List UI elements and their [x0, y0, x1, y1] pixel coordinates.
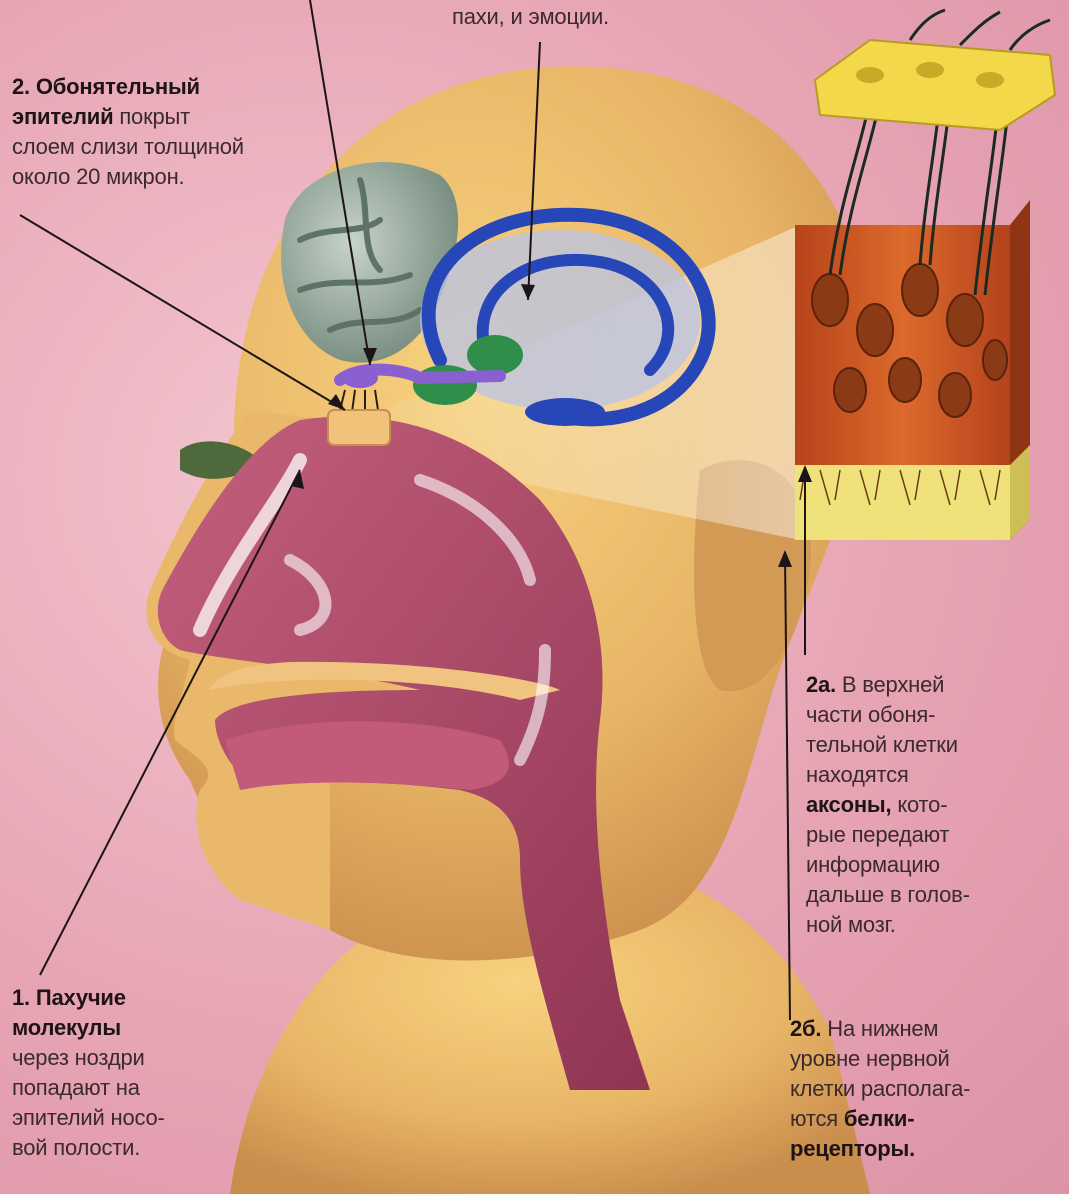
label-text: ются [790, 1106, 838, 1131]
label-text: слоем слизи толщиной [12, 132, 244, 162]
block-hole [916, 62, 944, 78]
block-hole [976, 72, 1004, 88]
label-number: 2б. [790, 1016, 821, 1041]
label-number: 1. [12, 985, 30, 1010]
label-bold: Пахучие [36, 985, 126, 1010]
label-text: тельной клетки [806, 730, 970, 760]
label-text: дальше в голов- [806, 880, 970, 910]
label-text: пахи, и эмоции. [452, 2, 609, 32]
label-bold: рецепторы. [790, 1136, 915, 1161]
label-text: ной мозг. [806, 910, 970, 940]
label-epithelium: 2. Обонятельный эпителий покрыт слоем сл… [12, 72, 244, 192]
label-number: 2. [12, 74, 30, 99]
label-text: около 20 микрон. [12, 162, 244, 192]
label-text: кото- [891, 792, 947, 817]
label-text: рые передают [806, 820, 970, 850]
thalamus [467, 335, 523, 375]
label-text: покрыт [113, 104, 190, 129]
cribriform-block [815, 40, 1055, 130]
label-bold: аксоны, [806, 792, 891, 817]
olfactory-bulb-tip [342, 368, 378, 388]
label-text: части обоня- [806, 700, 970, 730]
label-text: В верхней [836, 672, 944, 697]
label-text: клетки располага- [790, 1074, 970, 1104]
label-text: уровне нервной [790, 1044, 970, 1074]
label-bold: молекулы [12, 1015, 121, 1040]
label-text: эпителий носо- [12, 1103, 165, 1133]
label-text: попадают на [12, 1073, 165, 1103]
label-bold: белки- [838, 1106, 914, 1131]
epithelium-region [328, 410, 390, 445]
nerve-fibers [910, 10, 1050, 50]
block-hole [856, 67, 884, 83]
label-text: находятся [806, 760, 970, 790]
limbic-tail [525, 398, 605, 426]
label-text: через ноздри [12, 1043, 165, 1073]
label-receptors: 2б. На нижнем уровне нервной клетки расп… [790, 1014, 970, 1164]
label-axons: 2а. В верхней части обоня- тельной клетк… [806, 670, 970, 940]
label-text: вой полости. [12, 1133, 165, 1163]
label-number: 2а. [806, 672, 836, 697]
label-bold: эпителий [12, 104, 113, 129]
label-text: На нижнем [821, 1016, 938, 1041]
label-text: информацию [806, 850, 970, 880]
tongue [225, 721, 509, 790]
label-molecules: 1. Пахучие молекулы через ноздри попадаю… [12, 983, 165, 1163]
label-top-center: пахи, и эмоции. [452, 2, 609, 32]
label-bold: Обонятельный [36, 74, 200, 99]
